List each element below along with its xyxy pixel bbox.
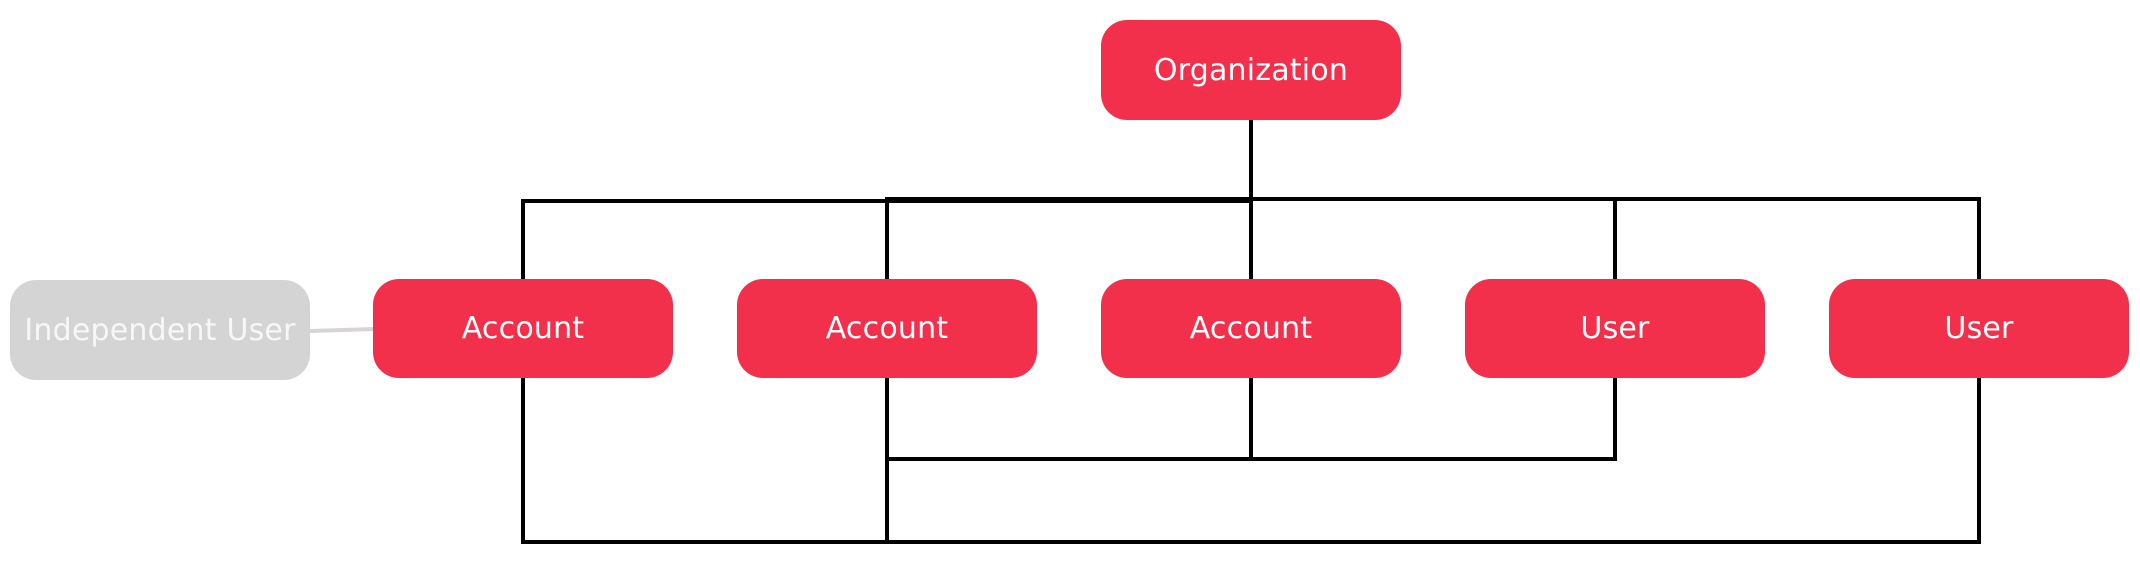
node-account-1[interactable]: Account (373, 279, 673, 378)
node-label: User (1944, 311, 2014, 346)
edge-top-bus-right (885, 197, 1981, 280)
node-account-3[interactable]: Account (1101, 279, 1401, 378)
node-user-2[interactable]: User (1829, 279, 2129, 378)
node-label: User (1580, 311, 1650, 346)
node-label: Organization (1153, 52, 1349, 88)
node-label: Account (461, 311, 585, 346)
edge-bottom-bus (521, 377, 1981, 544)
node-label: Independent User (24, 312, 296, 348)
node-independent-user[interactable]: Independent User (10, 280, 310, 380)
node-label: Account (825, 311, 949, 346)
edge-independent-user-account (309, 327, 375, 333)
node-user-1[interactable]: User (1465, 279, 1765, 378)
node-organization[interactable]: Organization (1101, 20, 1401, 120)
node-label: Account (1189, 311, 1313, 346)
node-account-2[interactable]: Account (737, 279, 1037, 378)
